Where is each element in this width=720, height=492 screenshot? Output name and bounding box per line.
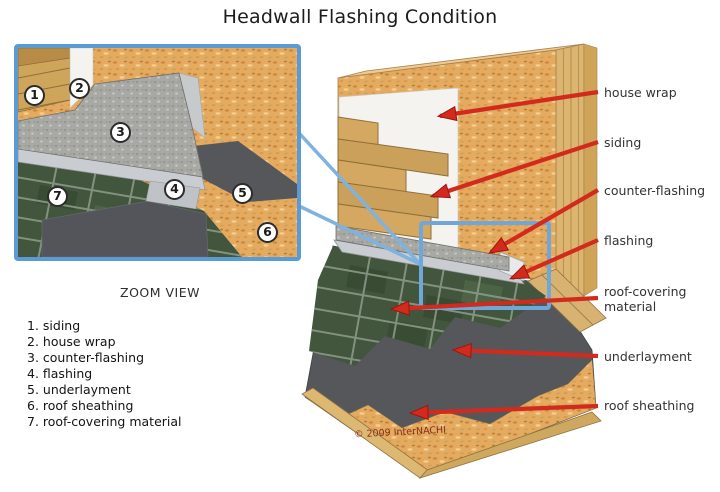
arrow-house-wrap: [440, 89, 599, 116]
zoom-inset: [14, 44, 301, 261]
arrow-flashing: [512, 238, 599, 280]
callout-circle-house-wrap: 2: [69, 78, 90, 99]
legend-item: 4. flashing: [27, 366, 93, 381]
inset-underlayment-patch: [41, 200, 209, 257]
legend-list: 1. siding 2. house wrap 3. counter-flash…: [27, 318, 182, 430]
label-roof-sheathing: roof sheathing: [604, 398, 695, 413]
label-counter-flashing: counter-flashing: [604, 183, 706, 198]
callout-circle-roof-sheathing: 6: [257, 222, 278, 243]
zoom-highlight-box: [419, 221, 551, 310]
page-title: Headwall Flashing Condition: [222, 6, 498, 28]
legend-item: 6. roof sheathing: [27, 398, 134, 413]
arrow-siding: [433, 140, 599, 196]
label-underlayment: underlayment: [604, 349, 692, 364]
fascia-right: [418, 411, 602, 479]
inset-counter-flashing: [18, 72, 204, 178]
inset-border: [14, 44, 301, 261]
callout-circle-underlayment: 5: [232, 183, 253, 204]
label-house-wrap: house wrap: [604, 85, 677, 100]
legend-item: 7. roof-covering material: [27, 414, 182, 429]
label-roof-covering-material: roof-covering material: [604, 284, 687, 314]
wall-outer-strip: [583, 43, 598, 297]
legend-item: 3. counter-flashing: [27, 350, 145, 365]
legend-item: 5. underlayment: [27, 382, 131, 397]
callout-circle-roof-covering: 7: [47, 186, 68, 207]
legend-item: 2. house wrap: [27, 334, 116, 349]
arrow-roof-covering: [393, 295, 599, 309]
zoom-connector-line: [297, 204, 422, 266]
arrow-roof-sheathing: [412, 403, 599, 413]
inset-underlayment: [193, 141, 297, 202]
wall-end-face: [555, 43, 585, 307]
label-flashing: flashing: [604, 233, 654, 248]
pointer-arrows: [393, 89, 600, 413]
callout-circle-counter-flashing: 3: [110, 122, 131, 143]
callout-circle-flashing: 4: [164, 179, 185, 200]
legend-item: 1. siding: [27, 318, 81, 333]
zoom-connector-line: [297, 131, 422, 266]
callout-circle-siding: 1: [24, 85, 45, 106]
label-siding: siding: [604, 135, 642, 150]
arrow-counter-flashing: [491, 188, 600, 254]
arrow-underlayment: [455, 350, 599, 356]
zoom-view-caption: ZOOM VIEW: [120, 285, 200, 300]
